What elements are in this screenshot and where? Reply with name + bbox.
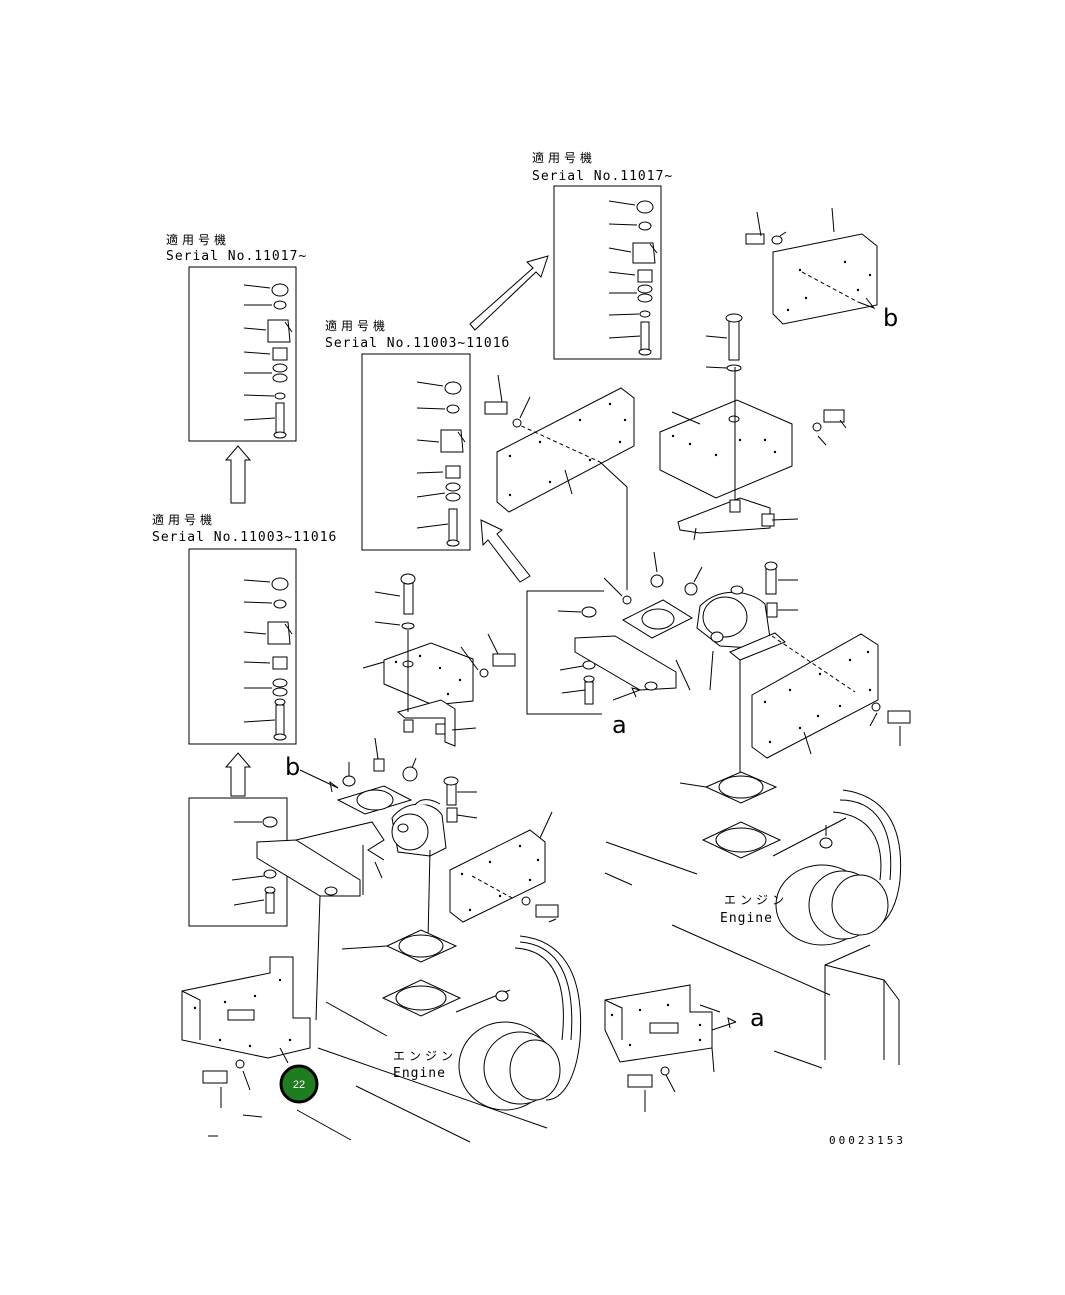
view-b-label-right: b — [883, 304, 898, 332]
right-assembly: b — [574, 207, 911, 1112]
left-assembly: b — [181, 573, 582, 1143]
callout-badge[interactable]: 22 — [279, 1064, 319, 1104]
inset-mid-left-title-jp: 適用号機 — [152, 512, 216, 527]
callout-badge-circle[interactable] — [279, 1064, 319, 1104]
inset-bottom-left — [188, 797, 288, 927]
inset-center-box — [361, 353, 471, 551]
arrow-up-left-bottom — [224, 752, 252, 797]
view-b-label-left: b — [285, 753, 300, 781]
drawing-number: 00023153 — [829, 1134, 906, 1147]
inset-top-center: 適用号機 Serial No.11017~ — [532, 150, 673, 360]
view-a-label-lower: a — [750, 1004, 765, 1032]
arrow-up-left-top — [224, 445, 252, 504]
inset-mid-left: 適用号機 Serial No.11003~11016 — [152, 512, 337, 745]
inset-mid-left-box — [188, 548, 297, 745]
engine-jp-left: エンジン — [393, 1049, 457, 1063]
engine-en-right: Engine — [720, 911, 773, 926]
inset-top-center-title-jp: 適用号機 — [532, 150, 596, 165]
inset-center: 適用号機 Serial No.11003~1101б — [325, 318, 510, 551]
engine-en-left: Engine — [393, 1066, 446, 1081]
inset-right-bracket — [526, 590, 604, 715]
inset-top-left-serial: Serial No.11017~ — [166, 249, 307, 264]
arrow-diagonal-top — [469, 255, 549, 331]
inset-top-center-box — [553, 185, 662, 360]
inset-top-center-serial: Serial No.11017~ — [532, 169, 673, 184]
inset-top-left-title-jp: 適用号機 — [166, 232, 230, 247]
inset-center-title-jp: 適用号機 — [325, 318, 389, 333]
inset-center-serial: Serial No.11003~1101б — [325, 336, 510, 351]
engine-jp-right: エンジン — [724, 893, 788, 907]
center-cover — [484, 374, 635, 590]
arrow-diagonal-center — [480, 519, 531, 583]
callout-badge-number[interactable]: 22 — [293, 1079, 305, 1091]
inset-mid-left-serial: Serial No.11003~11016 — [152, 530, 337, 545]
view-a-label-upper: a — [612, 711, 627, 739]
inset-top-left-box — [188, 266, 297, 442]
inset-top-left: 適用号機 Serial No.11017~ — [166, 232, 307, 442]
